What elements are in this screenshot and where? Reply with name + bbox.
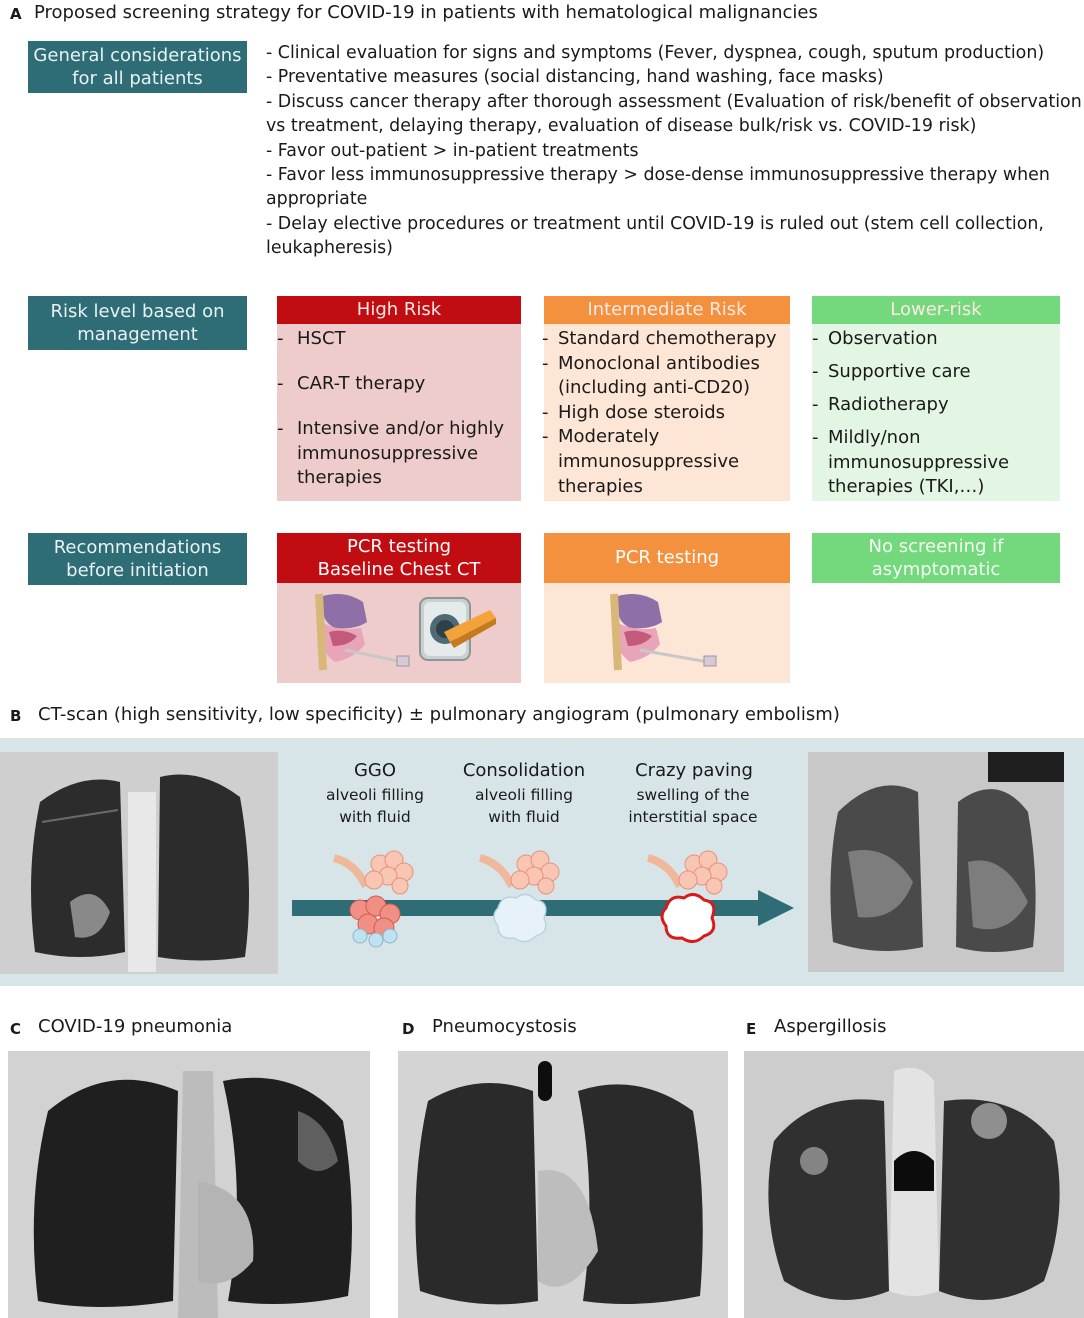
panel-d-title: Pneumocystosis bbox=[432, 1016, 577, 1037]
rec-high-header: PCR testing Baseline Chest CT bbox=[277, 533, 521, 583]
rec-label-line2: before initiation bbox=[66, 560, 209, 581]
list-item: -Monoclonal antibodies (including anti-C… bbox=[542, 352, 760, 399]
panel-b-title: CT-scan (high sensitivity, low specifici… bbox=[38, 704, 840, 725]
list-item: -HSCT bbox=[277, 328, 346, 349]
risk-label-line2: management bbox=[77, 324, 198, 345]
rec-high-line1: PCR testing bbox=[346, 535, 452, 557]
rec-lower-line2: asymptomatic bbox=[871, 559, 1001, 580]
general-label-line1: General considerations bbox=[33, 44, 242, 66]
general-considerations-label: General considerations for all patients bbox=[28, 41, 247, 93]
rec-lower-line1: No screening if bbox=[868, 535, 1004, 557]
considerations-list: - Clinical evaluation for signs and symp… bbox=[266, 41, 1084, 261]
rec-high-line2: Baseline Chest CT bbox=[317, 559, 481, 580]
rec-intermediate-header: PCR testing bbox=[544, 533, 790, 583]
general-label-line2: for all patients bbox=[72, 68, 203, 89]
lower-risk-list: -Observation -Supportive care -Radiother… bbox=[812, 327, 1058, 500]
ct-scan-pneumocystosis bbox=[398, 1051, 728, 1318]
rec-lower-header: No screening if asymptomatic bbox=[812, 533, 1060, 583]
intermediate-risk-header: Intermediate Risk bbox=[544, 296, 790, 324]
stage-consolidation-title: Consolidation bbox=[462, 760, 586, 781]
panel-b-letter: B bbox=[10, 707, 22, 725]
list-item: -CAR-T therapy bbox=[277, 373, 426, 394]
stage-ggo-sub1: alveoli filling bbox=[326, 786, 424, 804]
intermediate-risk-body bbox=[544, 296, 790, 501]
panel-a-letter: A bbox=[10, 5, 22, 23]
stage-crazy-paving-title: Crazy paving bbox=[635, 760, 753, 781]
consideration-item: - Favor out-patient > in-patient treatme… bbox=[266, 140, 639, 161]
ct-scan-aspergillosis bbox=[744, 1051, 1084, 1318]
alveoli-consolidation-illustration bbox=[478, 850, 560, 943]
stage-crazy-paving-sub2: interstitial space bbox=[628, 808, 758, 826]
ct-scan-image-right bbox=[808, 752, 1064, 972]
ct-scanner-illustration bbox=[419, 597, 496, 661]
consideration-item: - Discuss cancer therapy after thorough … bbox=[266, 91, 1082, 137]
stage-ggo-title: GGO bbox=[353, 760, 397, 781]
list-item: -Standard chemotherapy bbox=[542, 328, 777, 349]
consideration-item: - Preventative measures (social distanci… bbox=[266, 67, 884, 88]
stage-consolidation-sub2: with fluid bbox=[488, 808, 560, 826]
list-item: -Mildly/non immunosuppressive therapies … bbox=[812, 427, 1010, 498]
alveoli-crazy-paving-illustration bbox=[646, 850, 728, 943]
risk-label-line1: Risk level based on bbox=[50, 300, 225, 322]
ct-scan-image-left bbox=[0, 752, 278, 974]
alveoli-ggo-illustration bbox=[332, 850, 414, 948]
list-item: -Radiotherapy bbox=[812, 394, 949, 415]
stage-ggo-sub2: with fluid bbox=[339, 808, 411, 826]
panel-d-letter: D bbox=[402, 1020, 415, 1038]
high-risk-header: High Risk bbox=[277, 296, 521, 324]
risk-level-label: Risk level based on management bbox=[28, 296, 247, 350]
list-item: -Supportive care bbox=[812, 361, 971, 382]
stage-crazy-paving-sub1: swelling of the bbox=[636, 786, 750, 804]
panel-e-title: Aspergillosis bbox=[774, 1016, 887, 1037]
consideration-item: - Delay elective procedures or treatment… bbox=[266, 213, 1044, 259]
consideration-item: - Favor less immunosuppressive therapy >… bbox=[266, 165, 1050, 210]
high-risk-list: -HSCT -CAR-T therapy -Intensive and/or h… bbox=[277, 327, 517, 491]
list-item: -High dose steroids bbox=[542, 401, 726, 423]
intermediate-risk-list: -Standard chemotherapy -Monoclonal antib… bbox=[542, 327, 790, 499]
panel-c-letter: C bbox=[10, 1020, 22, 1038]
ct-scan-covid-pneumonia bbox=[8, 1051, 370, 1318]
lower-risk-header: Lower-risk bbox=[812, 296, 1060, 324]
list-item: -Intensive and/or highly immunosuppressi… bbox=[277, 418, 505, 489]
list-item: -Moderately immunosuppressive therapies bbox=[542, 426, 740, 497]
panel-c-title: COVID-19 pneumonia bbox=[38, 1016, 233, 1037]
recommendations-label: Recommendations before initiation bbox=[28, 533, 247, 585]
nasal-swab-illustration bbox=[315, 593, 410, 671]
panel-a-title: Proposed screening strategy for COVID-19… bbox=[34, 2, 818, 23]
rec-label-line1: Recommendations bbox=[53, 536, 222, 558]
panel-e-letter: E bbox=[746, 1020, 757, 1038]
high-risk-body bbox=[277, 296, 521, 501]
list-item: -Observation bbox=[812, 328, 938, 349]
consideration-item: - Clinical evaluation for signs and symp… bbox=[266, 43, 1045, 63]
stage-consolidation-sub1: alveoli filling bbox=[475, 786, 573, 804]
nasal-swab-illustration bbox=[610, 593, 717, 671]
lower-risk-body bbox=[812, 296, 1060, 501]
